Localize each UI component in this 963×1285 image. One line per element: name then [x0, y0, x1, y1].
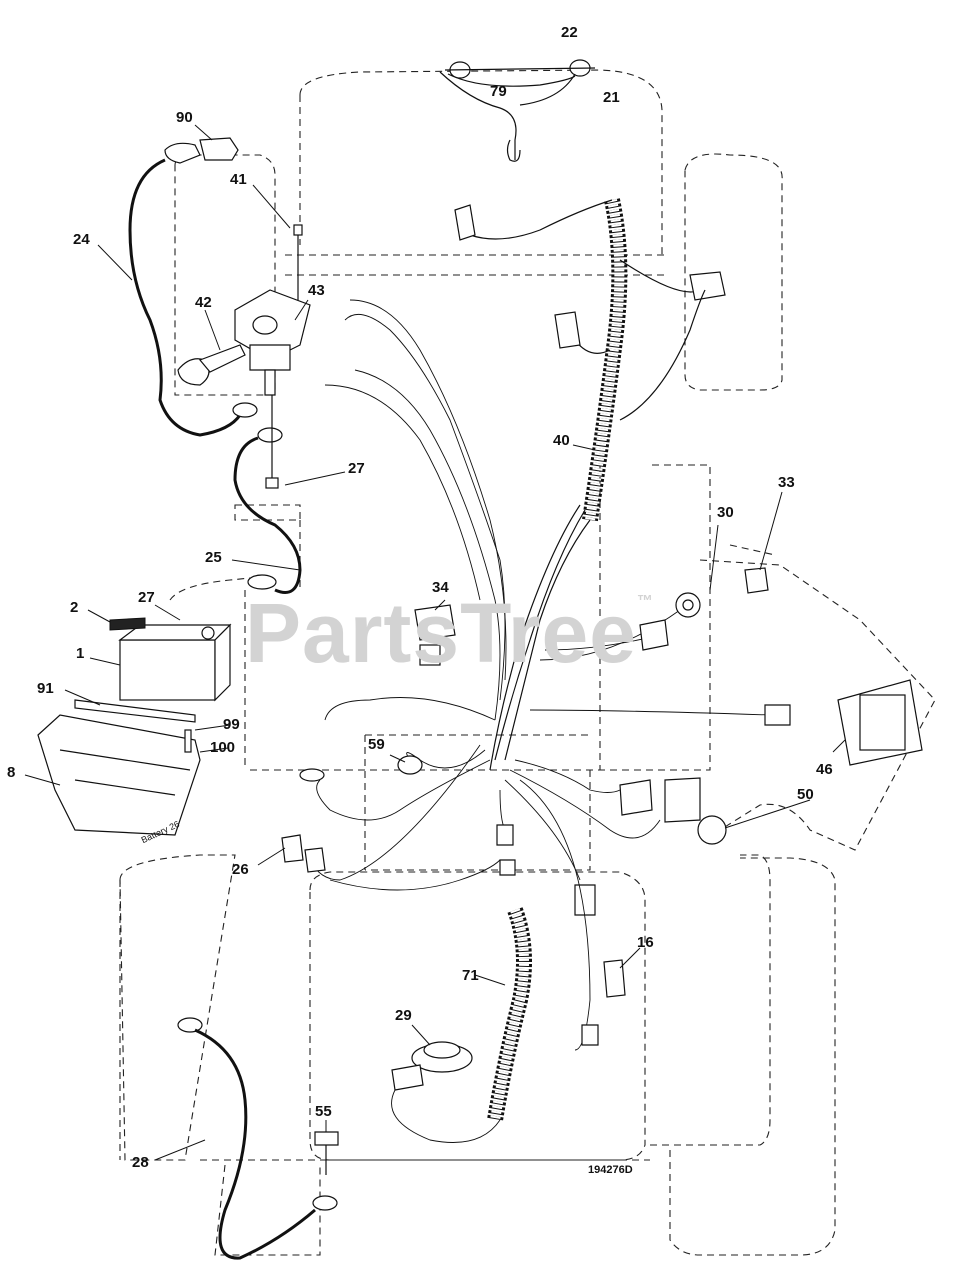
- callout-41: 41: [230, 171, 247, 188]
- callout-34: 34: [432, 579, 449, 596]
- callout-50: 50: [797, 786, 814, 803]
- callout-22: 22: [561, 24, 578, 41]
- callout-30: 30: [717, 504, 734, 521]
- battery-cable-25: [233, 395, 302, 594]
- main-harness-40: [299, 198, 791, 1051]
- diagram-code: 194276D: [588, 1164, 633, 1176]
- callout-2: 2: [70, 599, 79, 616]
- callout-27a: 27: [348, 460, 365, 477]
- callout-55: 55: [315, 1103, 332, 1120]
- callout-99: 99: [223, 716, 240, 733]
- headlight-harness: [439, 59, 596, 162]
- watermark: PartsTree™: [245, 586, 654, 680]
- callout-24: 24: [73, 231, 90, 248]
- callout-33: 33: [778, 474, 795, 491]
- parts: [281, 567, 923, 1143]
- callout-42: 42: [195, 294, 212, 311]
- callout-8: 8: [7, 764, 16, 781]
- callout-40: 40: [553, 432, 570, 449]
- leader-lines: [24, 124, 846, 1161]
- callout-79: 79: [490, 83, 507, 100]
- callout-100: 100: [210, 739, 236, 756]
- callout-27b: 27: [138, 589, 155, 606]
- callout-28: 28: [132, 1154, 149, 1171]
- callout-71: 71: [462, 967, 479, 984]
- callout-91: 91: [37, 680, 54, 697]
- callout-1: 1: [76, 645, 85, 662]
- ground-cable-24: [128, 137, 258, 437]
- callout-29: 29: [395, 1007, 412, 1024]
- callout-59: 59: [368, 736, 385, 753]
- callout-25: 25: [205, 549, 222, 566]
- callout-46: 46: [816, 761, 833, 778]
- negative-cable-28: [177, 1017, 339, 1260]
- callout-90: 90: [176, 109, 193, 126]
- battery-assembly: [37, 617, 232, 836]
- callout-21: 21: [603, 89, 620, 106]
- solenoid-43: [177, 224, 311, 396]
- callout-26: 26: [232, 861, 249, 878]
- callout-43: 43: [308, 282, 325, 299]
- callout-16: 16: [637, 934, 654, 951]
